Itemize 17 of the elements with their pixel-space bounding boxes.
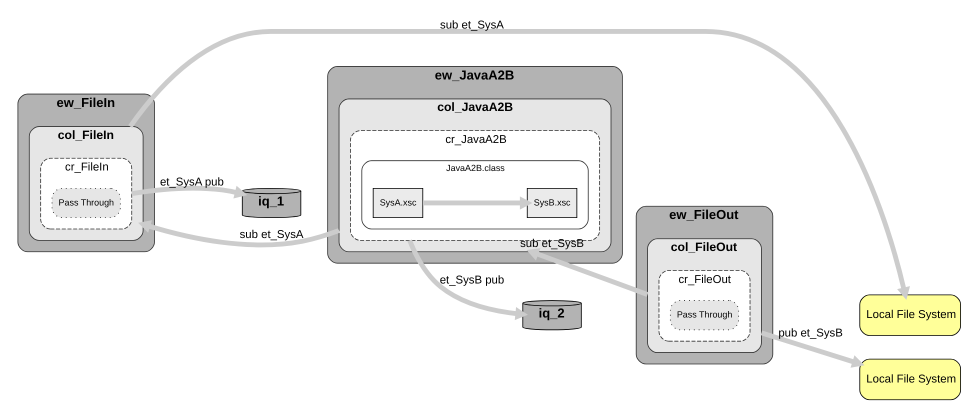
node-box: Local File System	[859, 294, 962, 336]
node-box: SysA.xsc	[372, 188, 424, 218]
node-box: SysB.xsc	[526, 188, 578, 218]
arrow	[526, 248, 648, 297]
arrow	[138, 220, 340, 248]
node-box: Pass Through	[52, 188, 121, 218]
edge-label: et_SysB pub	[440, 274, 504, 287]
edge-label: sub et_SysA	[240, 229, 304, 242]
arrow	[128, 29, 910, 300]
edge-label: pub et_SysB	[778, 327, 843, 340]
arrow	[760, 330, 864, 368]
edge-label: sub et_SysB	[520, 238, 584, 250]
edge-label: et_SysA pub	[160, 176, 224, 188]
edge-label: sub et_SysA	[440, 19, 504, 32]
arrow	[422, 196, 532, 210]
node-box: Local File System	[859, 358, 962, 400]
node-box: Pass Through	[670, 300, 740, 330]
